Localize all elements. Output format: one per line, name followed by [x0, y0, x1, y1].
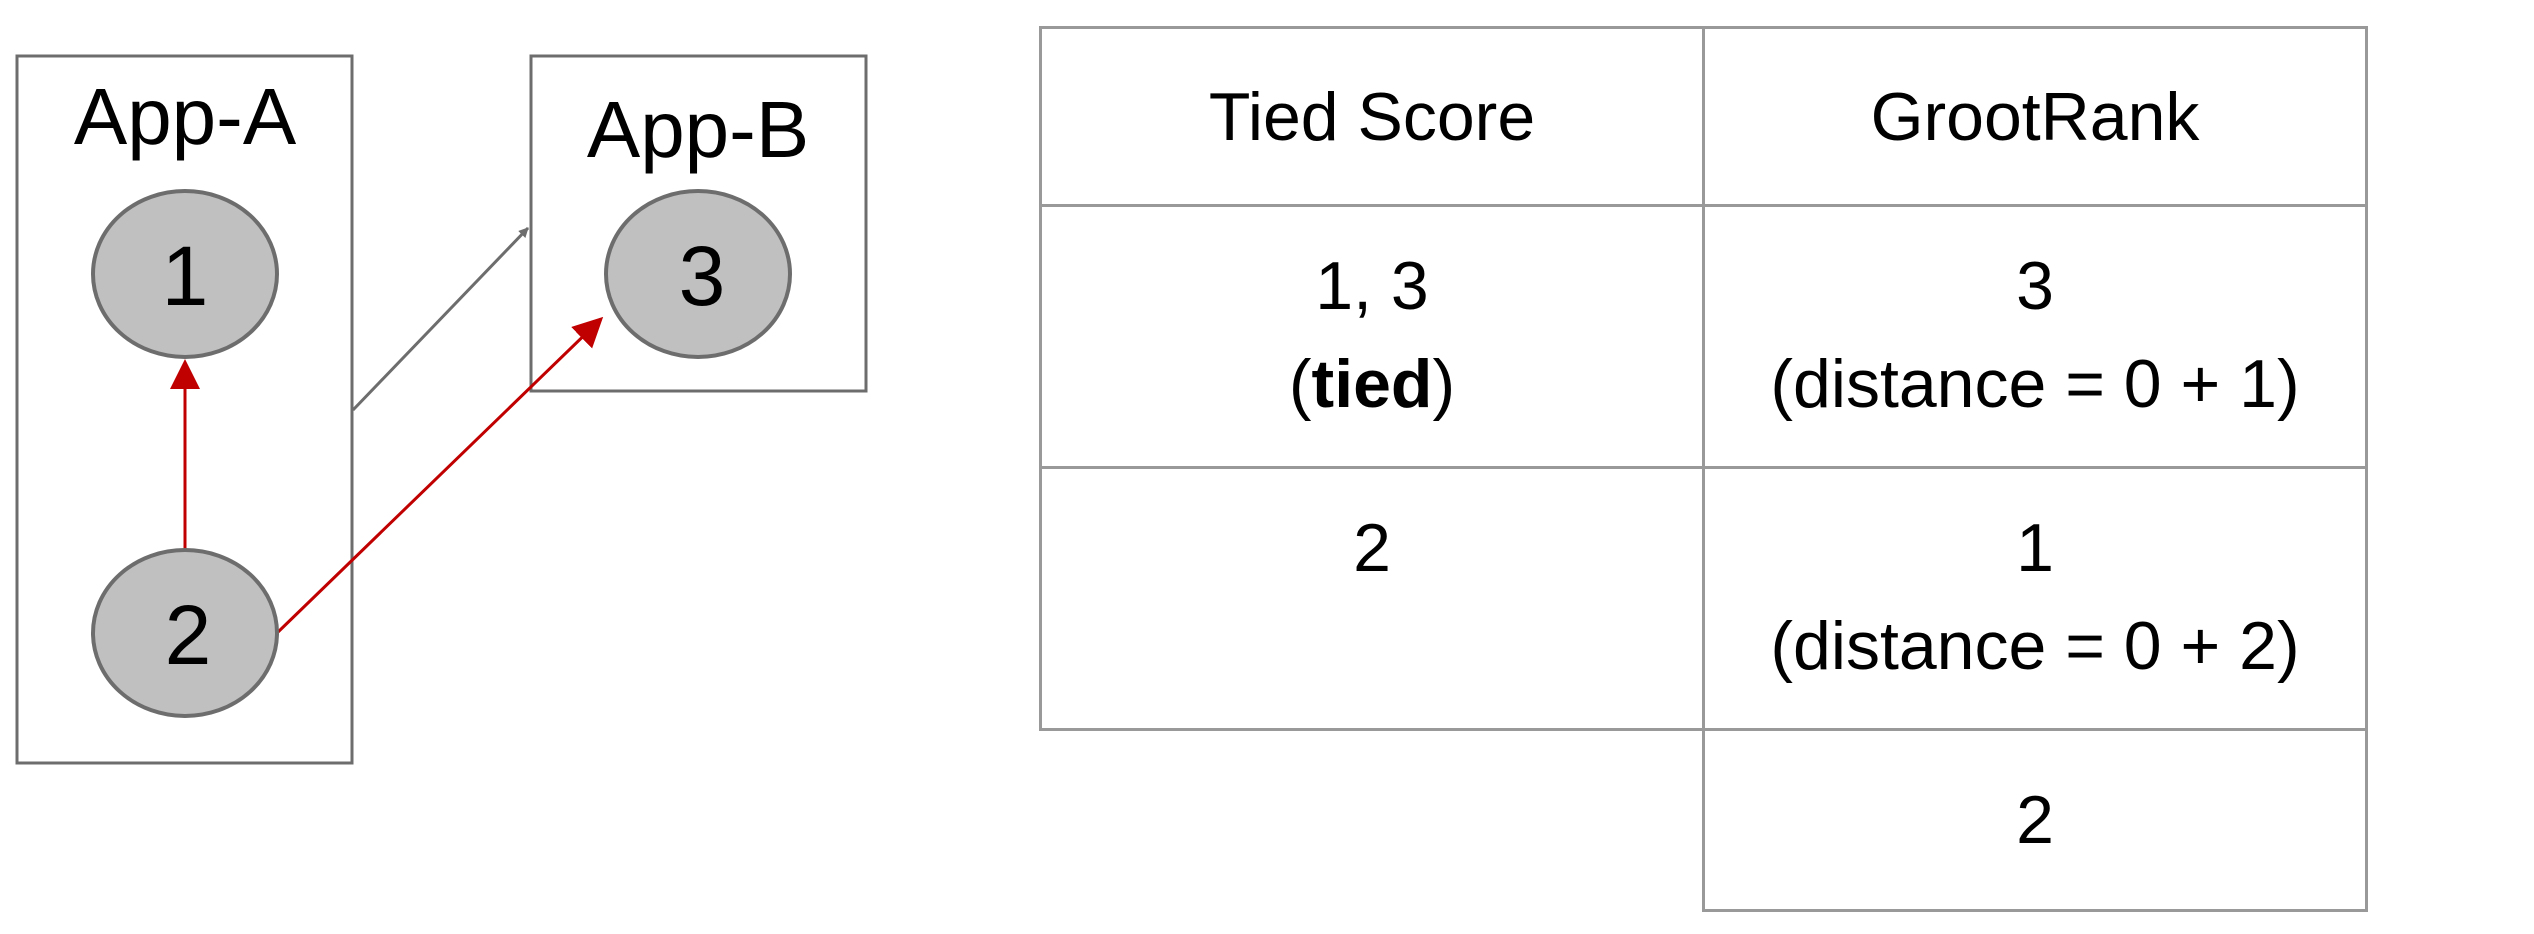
empty-cell [1040, 729, 1705, 911]
edge-2-to-3 [275, 316, 604, 635]
group-label-app-a: App-A [74, 72, 297, 161]
cell-line: 1 [2016, 510, 2054, 586]
grootrank-cell: 2 [1702, 728, 2368, 912]
group-box-app-a [15, 54, 354, 765]
table-row: 1, 3 (tied) 3 (distance = 0 + 1) [1039, 204, 2368, 469]
tied-emphasis: tied [1311, 346, 1433, 422]
paren: ) [1432, 346, 1456, 422]
node-label: 3 [679, 229, 726, 323]
edge-app-a-to-app-b [351, 226, 530, 412]
group-label-app-b: App-B [587, 85, 809, 174]
cell-line: (tied) [1042, 335, 1702, 433]
header-tied-score: Tied Score [1039, 26, 1705, 207]
tied-score-cell: 2 [1039, 466, 1705, 731]
table-row: 2 1 (distance = 0 + 2) [1039, 466, 2368, 731]
node-label: 1 [162, 229, 209, 323]
node-label: 2 [165, 588, 212, 682]
cell-line: 2 [2016, 782, 2054, 858]
grootrank-cell: 1 (distance = 0 + 2) [1702, 466, 2368, 731]
table-header-row: Tied Score GrootRank [1039, 26, 2368, 207]
node-2: 2 [91, 548, 279, 718]
dependency-diagram: App-A App-B 1 2 3 [15, 54, 868, 765]
paren: ( [1288, 346, 1312, 422]
group-box-app-b [529, 54, 868, 393]
cell-line: 2 [1353, 510, 1391, 586]
grootrank-cell: 3 (distance = 0 + 1) [1702, 204, 2368, 469]
node-1: 1 [91, 189, 279, 359]
cell-line: (distance = 0 + 2) [1770, 608, 2300, 684]
cell-line: 1, 3 [1315, 248, 1429, 324]
ranking-comparison-table: Tied Score GrootRank 1, 3 (tied) 3 (dist… [1039, 26, 2368, 912]
table-row: 2 [1040, 728, 2368, 912]
header-grootrank: GrootRank [1702, 26, 2368, 207]
node-3: 3 [604, 189, 792, 359]
tied-score-cell: 1, 3 (tied) [1039, 204, 1705, 469]
cell-line: (distance = 0 + 1) [1770, 346, 2300, 422]
cell-line: 3 [2016, 248, 2054, 324]
